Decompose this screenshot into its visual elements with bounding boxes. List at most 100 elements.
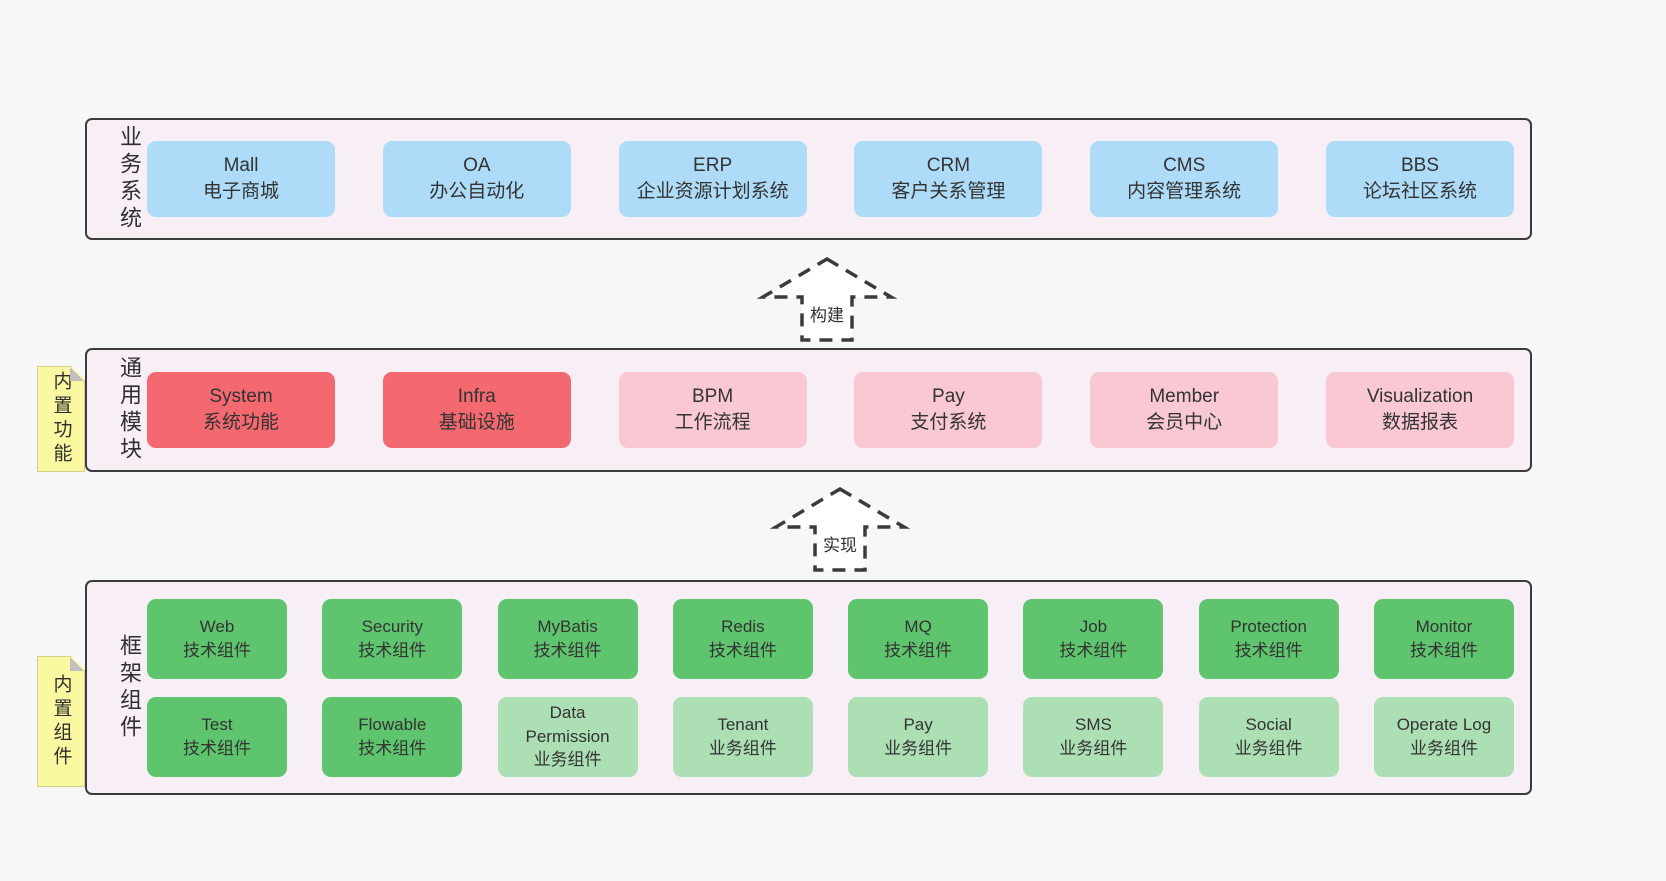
node-subtitle: 支付系统	[910, 412, 987, 433]
node-cms: CMS 内容管理系统	[1090, 141, 1279, 217]
node-title: Pay	[932, 385, 965, 407]
node-sms: SMS 业务组件	[1023, 696, 1164, 777]
node-subtitle: 内容管理系统	[1127, 181, 1242, 202]
band-label-framework-components: 框架组件	[117, 633, 142, 742]
arrow-build-label: 构建	[810, 306, 844, 325]
arrow-implement-label: 实现	[823, 536, 857, 555]
node-subtitle: 技术组件	[533, 640, 602, 660]
node-mybatis: MyBatis 技术组件	[497, 598, 638, 679]
framework-row-1: Web 技术组件 Security 技术组件 MyBatis 技术组件 Redi…	[147, 598, 1514, 679]
node-title: Pay	[903, 715, 933, 735]
node-title: Protection	[1230, 617, 1307, 637]
node-subtitle: 论坛社区系统	[1362, 181, 1477, 202]
sticky-note-text: 内置功能	[50, 371, 72, 467]
node-social: Social 业务组件	[1198, 696, 1339, 777]
node-title: System	[209, 385, 273, 407]
folded-corner-icon	[70, 657, 84, 671]
node-subtitle: 技术组件	[1234, 640, 1303, 660]
node-protection: Protection 技术组件	[1198, 598, 1339, 679]
business-systems-boxes: Mall 电子商城 OA 办公自动化 ERP 企业资源计划系统 CRM 客户关系…	[145, 141, 1530, 217]
node-operate-log: Operate Log 业务组件	[1373, 696, 1514, 777]
node-crm: CRM 客户关系管理	[854, 141, 1043, 217]
band-common-modules: 通用模块 System 系统功能 Infra 基础设施 BPM 工作流程 Pay…	[85, 348, 1532, 472]
node-subtitle: 业务组件	[1409, 738, 1478, 758]
node-subtitle: 技术组件	[183, 738, 251, 758]
node-title: OA	[463, 154, 491, 176]
node-title: MyBatis	[537, 617, 598, 637]
node-subtitle: 技术组件	[358, 738, 427, 758]
node-subtitle: 办公自动化	[429, 181, 525, 202]
node-security: Security 技术组件	[322, 598, 463, 679]
node-subtitle: 技术组件	[1059, 640, 1128, 660]
node-test: Test 技术组件	[147, 696, 287, 777]
node-bpm: BPM 工作流程	[618, 372, 807, 448]
dashed-up-arrow-icon	[757, 256, 897, 342]
node-subtitle: 技术组件	[1409, 640, 1478, 660]
node-title: MQ	[904, 617, 932, 637]
node-title: Infra	[457, 385, 496, 407]
node-subtitle: 电子商城	[202, 181, 279, 202]
node-subtitle: 业务组件	[884, 738, 953, 758]
node-title: Tenant	[717, 715, 769, 735]
node-subtitle: 数据报表	[1381, 412, 1458, 433]
node-pay-module: Pay 支付系统	[854, 372, 1043, 448]
folded-corner-icon	[70, 367, 84, 381]
node-title: Visualization	[1366, 385, 1474, 407]
dashed-up-arrow-icon	[770, 486, 910, 572]
arrow-build: 构建	[757, 255, 897, 343]
node-system: System 系统功能	[147, 372, 335, 448]
node-web: Web 技术组件	[147, 598, 287, 679]
node-title: Web	[199, 617, 235, 637]
node-mq: MQ 技术组件	[848, 598, 989, 679]
node-subtitle: 技术组件	[884, 640, 953, 660]
node-subtitle: 业务组件	[533, 750, 602, 770]
node-title: ERP	[693, 154, 733, 176]
node-subtitle: 技术组件	[358, 640, 427, 660]
node-subtitle: 业务组件	[1234, 738, 1303, 758]
node-title: Data Permission	[525, 703, 610, 746]
node-title: Redis	[721, 617, 765, 637]
node-flowable: Flowable 技术组件	[322, 696, 463, 777]
node-title: BBS	[1400, 154, 1439, 176]
node-subtitle: 会员中心	[1146, 412, 1223, 433]
node-subtitle: 工作流程	[674, 412, 751, 433]
node-data-permission: Data Permission 业务组件	[497, 696, 638, 777]
node-visualization: Visualization 数据报表	[1325, 372, 1514, 448]
node-subtitle: 企业资源计划系统	[636, 181, 789, 202]
node-title: Flowable	[358, 715, 427, 735]
node-mall: Mall 电子商城	[147, 141, 335, 217]
node-title: Job	[1079, 617, 1108, 637]
node-title: Mall	[223, 154, 259, 176]
node-subtitle: 系统功能	[202, 412, 279, 433]
node-bbs: BBS 论坛社区系统	[1325, 141, 1514, 217]
node-title: Security	[361, 617, 423, 637]
node-pay-component: Pay 业务组件	[848, 696, 989, 777]
node-erp: ERP 企业资源计划系统	[618, 141, 807, 217]
node-tenant: Tenant 业务组件	[672, 696, 813, 777]
common-modules-boxes: System 系统功能 Infra 基础设施 BPM 工作流程 Pay 支付系统…	[145, 372, 1530, 448]
node-job: Job 技术组件	[1023, 598, 1164, 679]
framework-row-2: Test 技术组件 Flowable 技术组件 Data Permission …	[147, 696, 1514, 777]
node-title: Monitor	[1415, 617, 1473, 637]
node-subtitle: 业务组件	[1059, 738, 1128, 758]
node-infra: Infra 基础设施	[382, 372, 571, 448]
arrow-implement: 实现	[770, 485, 910, 573]
node-monitor: Monitor 技术组件	[1373, 598, 1514, 679]
node-subtitle: 技术组件	[183, 640, 251, 660]
band-business-systems: 业务系统 Mall 电子商城 OA 办公自动化 ERP 企业资源计划系统 CRM…	[85, 118, 1532, 240]
node-title: Test	[201, 715, 233, 735]
node-title: Operate Log	[1396, 715, 1492, 735]
node-title: Social	[1245, 715, 1292, 735]
node-title: BPM	[692, 385, 734, 407]
band-label-common-modules: 通用模块	[117, 356, 142, 464]
node-subtitle: 业务组件	[708, 738, 777, 758]
node-title: CMS	[1163, 154, 1206, 176]
band-framework-components: 框架组件 Web 技术组件 Security 技术组件 MyBatis 技术组件…	[85, 580, 1532, 795]
band-label-business-systems: 业务系统	[117, 125, 142, 233]
node-subtitle: 基础设施	[438, 412, 515, 433]
node-title: CRM	[926, 154, 971, 176]
node-oa: OA 办公自动化	[382, 141, 571, 217]
sticky-note-text: 内置组件	[50, 673, 72, 770]
node-member: Member 会员中心	[1090, 372, 1279, 448]
